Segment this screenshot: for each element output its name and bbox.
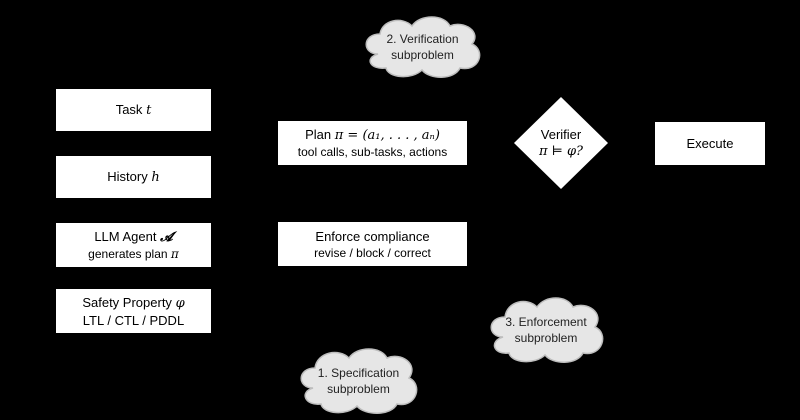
safety-label: Safety Property bbox=[82, 294, 172, 310]
task-label: Task bbox=[115, 102, 143, 117]
agent-sub-text: generates plan bbox=[88, 247, 168, 261]
execute-node: Execute bbox=[655, 122, 765, 165]
verifier-formula: π ⊨ φ? bbox=[538, 144, 584, 159]
safety-var: φ bbox=[175, 295, 185, 311]
history-label: History bbox=[107, 169, 148, 184]
plan-node: Plan π = (a₁, . . . , aₙ) tool calls, su… bbox=[278, 121, 467, 165]
enforcement-subproblem-cloud: 3. Enforcement subproblem bbox=[485, 295, 607, 365]
cloud-shape bbox=[300, 348, 418, 414]
enforcement-cloud-line2: subproblem bbox=[514, 331, 578, 345]
enforce-sub: revise / block / correct bbox=[314, 245, 431, 260]
enforce-label: Enforce compliance bbox=[315, 228, 430, 244]
agent-var: 𝓐 bbox=[160, 230, 173, 245]
enforcement-cloud-line1: 3. Enforcement bbox=[505, 315, 587, 329]
specification-cloud-line2: subproblem bbox=[327, 382, 390, 396]
verifier-diamond bbox=[514, 97, 608, 189]
plan-label: Plan bbox=[305, 127, 332, 142]
llm-agent-node: LLM Agent 𝓐 generates plan π bbox=[56, 223, 211, 267]
cloud-shape bbox=[365, 16, 481, 78]
verifier-label: Verifier bbox=[540, 127, 582, 142]
safety-sub: LTL / CTL / PDDL bbox=[82, 312, 185, 328]
verification-subproblem-cloud: 2. Verification subproblem bbox=[360, 14, 485, 80]
history-node: History h bbox=[56, 156, 211, 198]
plan-formula: π = (a₁, . . . , aₙ) bbox=[334, 128, 440, 143]
specification-cloud-line1: 1. Specification bbox=[317, 366, 400, 380]
agent-label: LLM Agent bbox=[94, 229, 157, 244]
task-node: Task t bbox=[56, 89, 211, 131]
task-var: t bbox=[146, 103, 152, 118]
plan-sub: tool calls, sub-tasks, actions bbox=[297, 145, 448, 159]
cloud-shape bbox=[490, 297, 604, 363]
agent-sub-var: π bbox=[170, 247, 179, 261]
execute-label: Execute bbox=[686, 136, 734, 151]
verification-cloud-line1: 2. Verification bbox=[386, 32, 459, 46]
history-var: h bbox=[151, 170, 160, 185]
verification-cloud-line2: subproblem bbox=[391, 48, 454, 62]
specification-subproblem-cloud: 1. Specification subproblem bbox=[295, 346, 422, 416]
verifier-node: Verifier π ⊨ φ? bbox=[514, 97, 608, 189]
safety-property-node: Safety Property φ LTL / CTL / PDDL bbox=[56, 289, 211, 333]
enforce-compliance-node: Enforce compliance revise / block / corr… bbox=[278, 222, 467, 266]
